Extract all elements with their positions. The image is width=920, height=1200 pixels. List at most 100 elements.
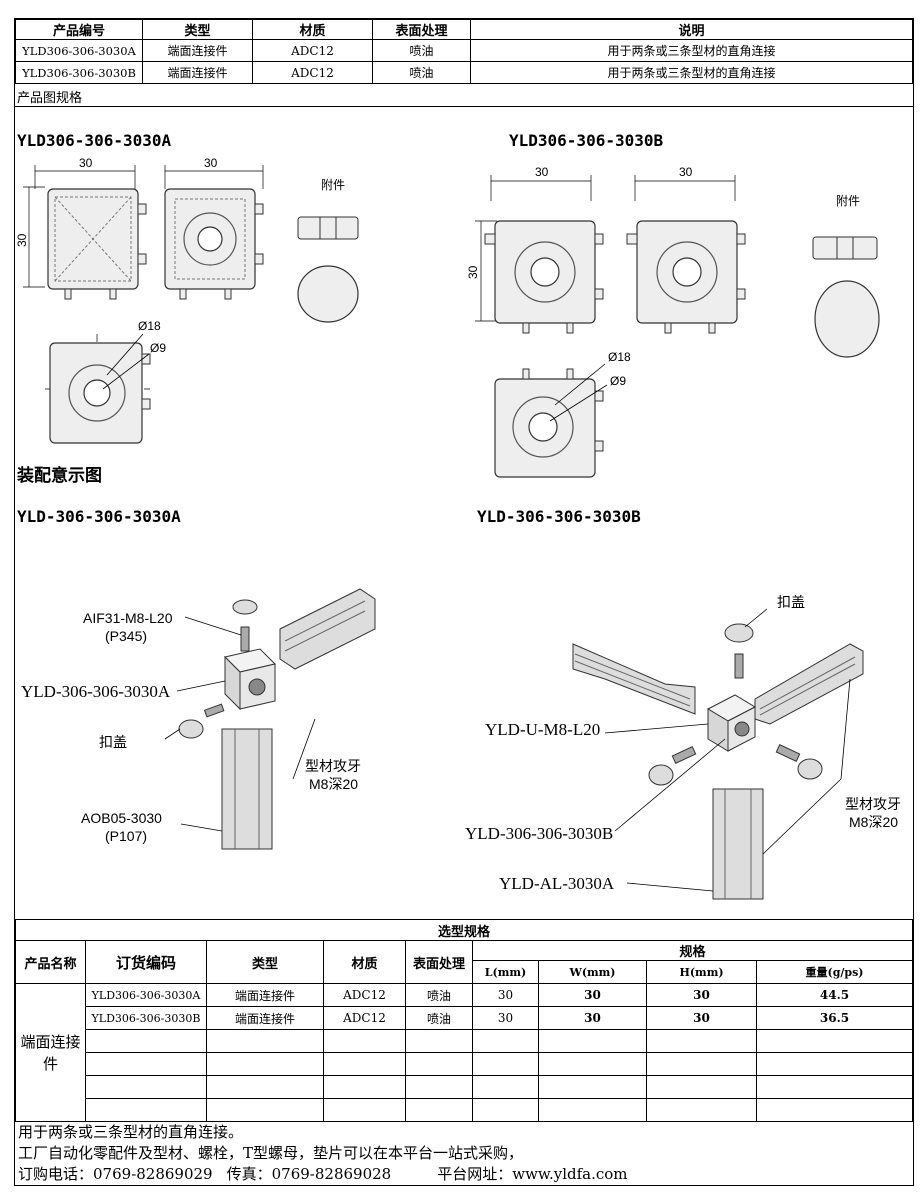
assembly-b-tap-line1: 型材攻牙 <box>845 796 901 812</box>
product-table: 产品编号 类型 材质 表面处理 说明 YLD306-306-3030A 端面连接… <box>15 19 913 84</box>
assembly-b-bolt: YLD-U-M8-L20 <box>485 720 600 739</box>
cell-material: ADC12 <box>252 61 373 84</box>
phone-number[interactable]: 0769-82869029 <box>93 1165 213 1183</box>
assembly-b-diagram: 扣盖 YLD-U-M8-L20 型材攻牙 M8深20 YLD-306-306-3… <box>465 594 901 900</box>
selection-cell-code: YLD306-306-3030B <box>85 1006 207 1030</box>
assembly-a-tap-line2: M8深20 <box>309 776 358 792</box>
table-row: 端面连接件 YLD306-306-3030A 端面连接件 ADC12 喷油 30… <box>15 983 913 1122</box>
selection-header-w: W(mm) <box>538 960 647 984</box>
footer-line1: 用于两条或三条型材的直角连接。 <box>18 1123 244 1141</box>
spec-sheet: 产品编号 类型 材质 表面处理 说明 YLD306-306-3030A 端面连接… <box>14 18 914 1186</box>
selection-cell-finish: 喷油 <box>405 1006 473 1030</box>
fax-number: 0769-82869028 <box>271 1165 392 1183</box>
cell-code: YLD306-306-3030B <box>15 61 143 84</box>
selection-product-name-text: 端面连接件 <box>20 1032 81 1073</box>
cell-desc: 用于两条或三条型材的直角连接 <box>470 39 913 62</box>
drawing-a: 30 30 30 附件 Ø18 Ø9 <box>15 156 359 444</box>
selection-header-code: 订货编码 <box>85 940 207 984</box>
attachment-a-label: 附件 <box>321 178 345 192</box>
selection-cell-l: 30 <box>472 1006 539 1030</box>
selection-cell-h: 30 <box>646 1006 757 1030</box>
assembly-a-title: YLD-306-306-3030A <box>17 507 181 526</box>
selection-header-material: 材质 <box>323 940 406 984</box>
selection-cell-w: 30 <box>538 1006 647 1030</box>
attachment-b-label: 附件 <box>836 194 860 208</box>
divider <box>15 106 913 107</box>
footer-contact: 订购电话：0769-82869029 传真：0769-82869028 平台网址：w… <box>18 1164 913 1185</box>
assembly-b-title: YLD-306-306-3030B <box>477 507 641 526</box>
product-table-header: 产品编号 类型 材质 表面处理 说明 <box>15 19 913 40</box>
selection-header-name: 产品名称 <box>15 940 86 984</box>
site-label: 平台网址： <box>437 1165 513 1183</box>
header-code: 产品编号 <box>15 19 143 40</box>
assembly-b-tap-line2: M8深20 <box>849 814 898 830</box>
drawing-a-title: YLD306-306-3030A <box>17 131 172 150</box>
selection-cell-l: 30 <box>472 983 539 1007</box>
drawing-b: 30 30 30 附件 Ø18 Ø9 <box>466 165 880 478</box>
selection-table: 选型规格 产品名称 订货编码 类型 材质 表面处理 规格 L(mm) W(mm)… <box>15 919 913 1122</box>
cell-code: YLD306-306-3030A <box>15 39 143 62</box>
assembly-b-part: YLD-306-306-3030B <box>465 824 613 843</box>
assembly-a-profile-line2: (P107) <box>105 828 147 844</box>
dim-a-w1: 30 <box>79 156 93 170</box>
cell-finish: 喷油 <box>372 61 471 84</box>
selection-cell-type: 端面连接件 <box>206 983 324 1007</box>
drawing-b-title: YLD306-306-3030B <box>509 131 664 150</box>
assembly-a-bolt-line2: (P345) <box>105 628 147 644</box>
header-material: 材质 <box>252 19 373 40</box>
selection-header-h: H(mm) <box>646 960 757 984</box>
selection-header-spec: 规格 <box>472 940 913 961</box>
selection-header-type: 类型 <box>206 940 324 984</box>
fax-label: 传真： <box>226 1165 272 1183</box>
table-row-empty <box>16 1075 913 1099</box>
site-link[interactable]: www.yldfa.com <box>512 1165 628 1183</box>
selection-cell-material: ADC12 <box>323 1006 406 1030</box>
dim-b-d9: Ø9 <box>610 374 626 388</box>
assembly-a-bolt-line1: AIF31-M8-L20 <box>83 610 173 626</box>
table-row-empty <box>16 1098 913 1122</box>
dim-b-w1: 30 <box>535 165 549 179</box>
assembly-a-profile-line1: AOB05-3030 <box>81 810 162 826</box>
cell-type: 端面连接件 <box>142 61 253 84</box>
dim-b-w2: 30 <box>679 165 693 179</box>
assembly-a-diagram: AIF31-M8-L20 (P345) YLD-306-306-3030A 扣盖… <box>21 588 376 850</box>
assembly-title: 装配意示图 <box>17 466 102 486</box>
selection-title: 选型规格 <box>15 919 913 941</box>
selection-header-weight: 重量(g/ps) <box>756 960 913 984</box>
dim-a-d9: Ø9 <box>150 341 166 355</box>
assembly-b-cap: 扣盖 <box>777 594 805 610</box>
assembly-a-part: YLD-306-306-3030A <box>21 682 171 701</box>
cell-material: ADC12 <box>252 39 373 62</box>
cell-desc: 用于两条或三条型材的直角连接 <box>470 61 913 84</box>
selection-cell-w: 30 <box>538 983 647 1007</box>
phone-label: 订购电话： <box>18 1165 94 1183</box>
selection-cell-code: YLD306-306-3030A <box>85 983 207 1007</box>
table-row: YLD306-306-3030B 端面连接件 ADC12 喷油 30 30 30… <box>16 1006 913 1030</box>
spec-label: 产品图规格 <box>17 91 83 106</box>
header-type: 类型 <box>142 19 253 40</box>
cell-finish: 喷油 <box>372 39 471 62</box>
table-row: YLD306-306-3030B 端面连接件 ADC12 喷油 用于两条或三条型… <box>15 61 913 84</box>
table-row-empty <box>16 1052 913 1076</box>
dim-b-h: 30 <box>466 265 480 279</box>
table-row-empty <box>16 1029 913 1053</box>
assembly-a-tap-line1: 型材攻牙 <box>305 758 361 774</box>
selection-header-finish: 表面处理 <box>405 940 473 984</box>
footer: 用于两条或三条型材的直角连接。 工厂自动化零配件及型材、螺栓，T型螺母，垫片可以… <box>15 1122 913 1185</box>
header-desc: 说明 <box>470 19 913 40</box>
dim-a-w2: 30 <box>204 156 218 170</box>
selection-cell-finish: 喷油 <box>405 983 473 1007</box>
selection-cell-material: ADC12 <box>323 983 406 1007</box>
selection-product-name: 端面连接件 <box>15 983 86 1122</box>
selection-cell-weight: 36.5 <box>756 1006 913 1030</box>
selection-cell-weight: 44.5 <box>756 983 913 1007</box>
selection-cell-h: 30 <box>646 983 757 1007</box>
table-row: YLD306-306-3030A 端面连接件 ADC12 喷油 用于两条或三条型… <box>15 39 913 62</box>
selection-cell-type: 端面连接件 <box>206 1006 324 1030</box>
footer-line2: 工厂自动化零配件及型材、螺栓，T型螺母，垫片可以在本平台一站式采购， <box>18 1144 524 1162</box>
assembly-a-cap: 扣盖 <box>99 734 127 750</box>
selection-header-l: L(mm) <box>472 960 539 984</box>
dim-a-d18: Ø18 <box>138 319 161 333</box>
dim-a-h: 30 <box>15 233 29 247</box>
assembly-b-profile: YLD-AL-3030A <box>499 874 615 893</box>
